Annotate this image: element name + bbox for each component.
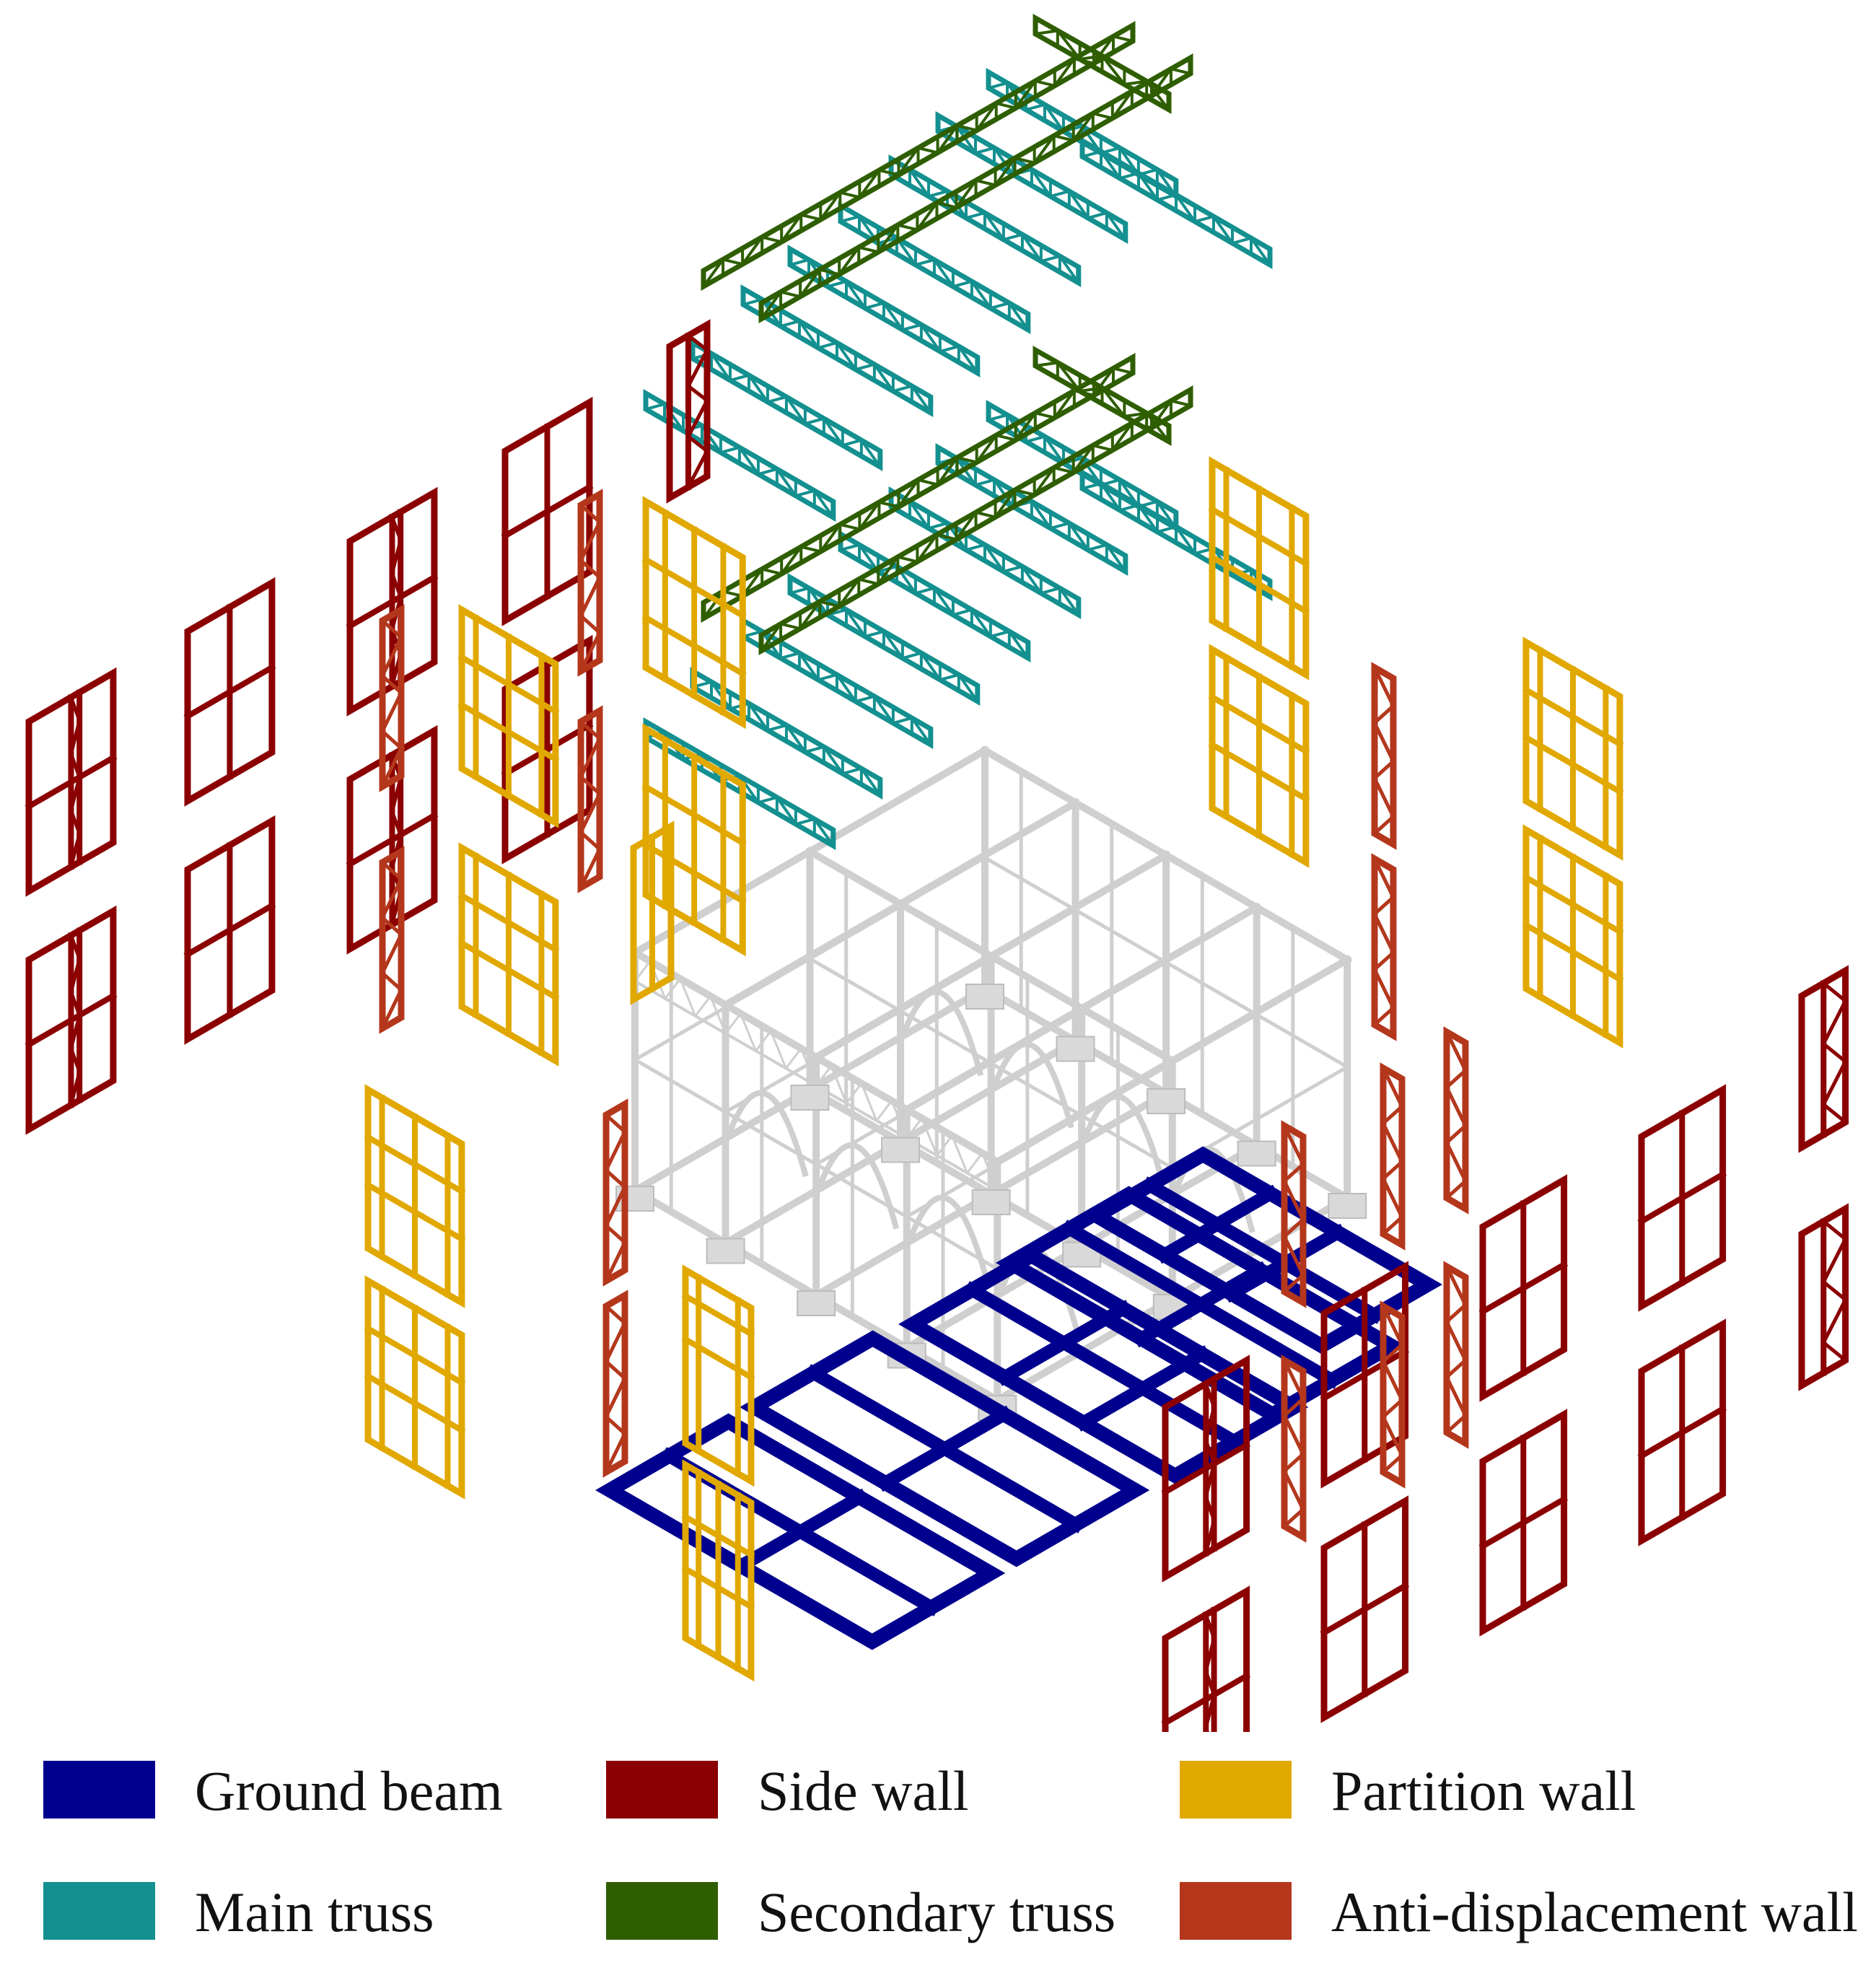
legend-label: Main truss [195, 1881, 434, 1943]
legend-label: Ground beam [195, 1759, 503, 1822]
main-truss-upper-2 [690, 338, 883, 472]
partition-wall-left-4 [364, 1275, 466, 1500]
anti-displacement-wall-right-4 [1380, 1062, 1406, 1251]
ground-beam-5 [1082, 1146, 1442, 1355]
side-wall-left-6 [183, 815, 276, 1045]
partition-wall-right-3 [1522, 636, 1624, 861]
partition-wall-bottom-1 [681, 1264, 755, 1487]
partition-wall-right-2 [1208, 644, 1310, 868]
legend-swatch [43, 1761, 155, 1819]
side-wall-right-8 [1637, 1318, 1727, 1546]
partition-wall-right-1 [1208, 456, 1310, 681]
anti-displacement-wall-right-3 [1443, 1026, 1469, 1215]
anti-displacement-wall-right-7 [1380, 1300, 1406, 1489]
legend-swatch [606, 1882, 718, 1940]
partition-wall-left-2 [457, 842, 560, 1067]
side-wall-right-7 [1478, 1409, 1569, 1637]
side-wall-right-2 [1320, 1261, 1410, 1489]
partition-wall-centre-2 [641, 723, 747, 957]
anti-displacement-wall-left-1 [577, 489, 603, 677]
legend: Ground beam Side wall Partition wall Mai… [43, 1759, 1858, 1956]
anti-displacement-wall-left-6 [602, 1290, 628, 1478]
side-wall-left-8 [501, 634, 594, 865]
anti-displacement-wall-left-4 [379, 846, 405, 1034]
secondary-truss-lower-cross [1033, 345, 1172, 447]
main-truss-far-lower [1079, 468, 1273, 602]
anti-displacement-wall-right-2 [1371, 853, 1397, 1041]
main-truss-far-upper [1079, 136, 1273, 270]
legend-label: Anti-displacement wall [1331, 1881, 1858, 1943]
legend-label: Partition wall [1331, 1759, 1636, 1822]
legend-label: Side wall [758, 1759, 969, 1822]
partition-wall-centre-1 [641, 496, 747, 730]
side-wall-left-1 [25, 667, 118, 897]
secondary-trusses [701, 13, 1193, 656]
legend-swatch [43, 1882, 155, 1940]
side-wall-left-4 [501, 396, 594, 626]
partition-walls [364, 456, 1624, 1682]
side-wall-right-5 [1161, 1585, 1251, 1732]
side-wall-narrow [666, 319, 711, 504]
main-truss-lower-5 [838, 529, 1031, 663]
side-wall-right-3 [1478, 1174, 1569, 1402]
partition-wall-right-4 [1522, 824, 1624, 1049]
side-wall-right-6 [1320, 1495, 1410, 1723]
ground-beam-2 [740, 1330, 1150, 1567]
legend-swatch [1180, 1761, 1292, 1819]
partition-wall-left-1 [457, 604, 560, 828]
side-wall-left-3 [346, 486, 439, 717]
legend-label: Secondary truss [758, 1881, 1116, 1943]
anti-displacement-wall-left-5 [602, 1098, 628, 1287]
anti-displacement-walls [379, 489, 1469, 1543]
partition-wall-bottom-2 [681, 1459, 755, 1682]
main-truss-upper-4 [787, 244, 981, 378]
partition-wall-left-3 [364, 1084, 466, 1308]
side-wall-far-right-2 [1798, 1203, 1849, 1391]
anti-displacement-wall-right-5 [1281, 1120, 1307, 1308]
anti-displacement-wall-left-2 [379, 604, 405, 792]
legend-swatch [1180, 1882, 1292, 1940]
side-wall-left-5 [25, 905, 118, 1135]
partition-wall-centre-3 [630, 820, 675, 1005]
side-wall-left-2 [183, 577, 276, 807]
legend-swatch [606, 1761, 718, 1819]
secondary-truss-upper-2 [758, 53, 1193, 324]
anti-displacement-wall-right-6 [1443, 1261, 1469, 1449]
main-truss-upper-5 [838, 201, 1031, 335]
secondary-truss-lower-2 [758, 385, 1193, 656]
anti-displacement-wall-right-1 [1371, 662, 1397, 850]
side-wall-right-4 [1637, 1084, 1727, 1312]
side-wall-far-right-1 [1798, 965, 1849, 1153]
exploded-structure-diagram [25, 13, 1849, 1732]
side-wall-right-1 [1161, 1355, 1251, 1583]
anti-displacement-wall-right-8 [1281, 1355, 1307, 1543]
secondary-truss-upper-1 [701, 20, 1136, 292]
anti-displacement-wall-left-3 [577, 705, 603, 893]
secondary-truss-upper-cross [1033, 13, 1172, 115]
